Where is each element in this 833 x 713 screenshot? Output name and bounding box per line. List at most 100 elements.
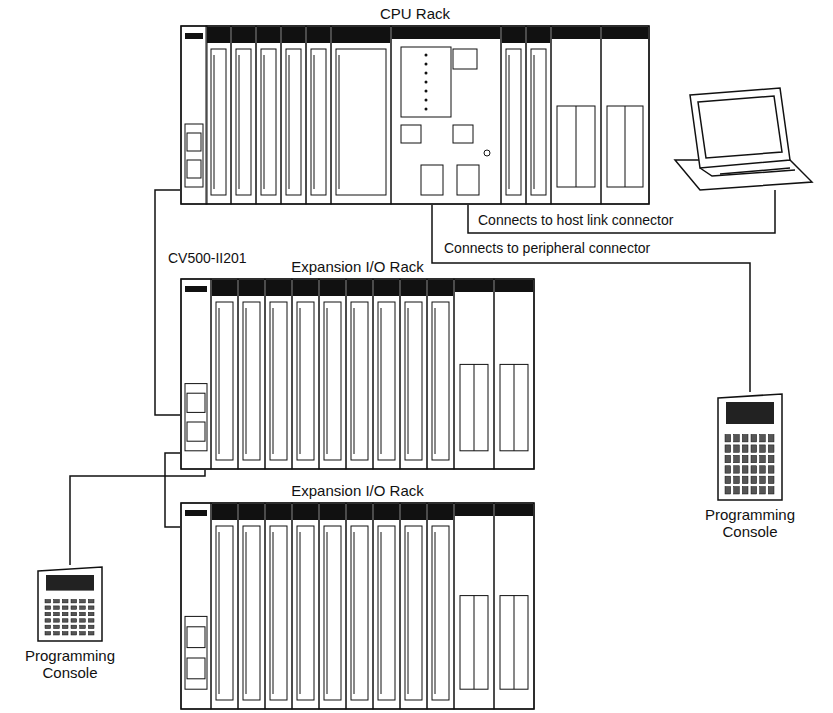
unit-top [502, 27, 525, 43]
unit-frame [231, 26, 256, 204]
console-key [62, 625, 68, 628]
unit-panel [270, 302, 287, 460]
unit-panel [378, 526, 395, 700]
unit-top [401, 280, 426, 296]
unit-frame [427, 503, 454, 709]
unit-frame [331, 26, 391, 204]
unit-edge [474, 596, 475, 690]
unit-frame [501, 26, 526, 204]
console-key [768, 476, 774, 483]
unit-panel [460, 596, 488, 690]
unit-edge [576, 106, 577, 187]
unit-edge [327, 308, 328, 454]
console-key [71, 632, 77, 635]
console-key [62, 600, 68, 603]
unit-frame [454, 503, 494, 709]
device-label: Programming Console [690, 506, 810, 540]
unit-top [293, 504, 318, 520]
unit-panel [336, 49, 386, 195]
console-key [45, 612, 51, 615]
console-body [718, 394, 782, 500]
cable-port [185, 124, 203, 187]
console-body [38, 567, 102, 641]
console-key [71, 606, 77, 609]
console-key [88, 625, 94, 628]
rack-heading: CPU Rack [180, 5, 650, 22]
rack-outline [181, 503, 534, 709]
unit-edge [273, 532, 274, 694]
console-key [80, 632, 86, 635]
unit-frame [181, 279, 211, 469]
unit-top [332, 27, 390, 43]
unit-top [374, 504, 399, 520]
unit-frame [373, 279, 400, 469]
led [425, 54, 428, 57]
unit-edge [314, 55, 315, 189]
cable-label: CV500-II201 [166, 250, 249, 266]
console-key [88, 619, 94, 622]
unit-top [232, 27, 255, 43]
console-key [62, 612, 68, 615]
unit-top [495, 504, 533, 516]
unit-frame [494, 279, 534, 469]
unit-edge [354, 308, 355, 454]
unit-edge [509, 55, 510, 189]
unit-panel [270, 526, 287, 700]
console-key [54, 632, 60, 635]
unit-edge [273, 308, 274, 454]
console-key [760, 455, 766, 462]
unit-frame [292, 503, 319, 709]
device-label: Programming Console [10, 647, 130, 681]
console-key [751, 476, 757, 483]
unit-panel [500, 364, 528, 450]
console-key [80, 619, 86, 622]
unit-top [428, 280, 453, 296]
unit-top [293, 280, 318, 296]
console-display [46, 575, 94, 591]
unit-frame [319, 503, 346, 709]
cable-label: Connects to peripheral connector [442, 240, 652, 256]
unit-panel [297, 302, 314, 460]
cable-port [187, 160, 201, 178]
unit-frame [292, 279, 319, 469]
console-key [725, 466, 731, 473]
indicator [185, 286, 207, 292]
unit-frame [238, 279, 265, 469]
unit-top [320, 280, 345, 296]
console-key [768, 466, 774, 473]
indicator [185, 33, 203, 39]
rack-outline [181, 279, 534, 469]
console-key [54, 600, 60, 603]
unit-edge [289, 55, 290, 189]
unit-edge [381, 308, 382, 454]
host-link-connector [457, 165, 479, 195]
unit-panel [216, 302, 233, 460]
console-key [45, 619, 51, 622]
unit-top [455, 504, 493, 516]
dip-switch [453, 125, 473, 143]
peripheral-connector [421, 165, 443, 195]
cable [165, 453, 180, 527]
indicator [185, 510, 207, 516]
console-key [725, 455, 731, 462]
unit-panel [243, 526, 260, 700]
cable-port [187, 627, 205, 648]
unit-edge [381, 532, 382, 694]
console-key [742, 455, 748, 462]
console-key [734, 476, 740, 483]
cable-port [185, 616, 207, 689]
console-key [88, 632, 94, 635]
console-key [734, 455, 740, 462]
console-key [734, 445, 740, 452]
console-key [742, 476, 748, 483]
console-key [734, 487, 740, 494]
console-key [768, 445, 774, 452]
unit-top [266, 280, 291, 296]
laptop-lid [690, 88, 790, 168]
unit-edge [300, 532, 301, 694]
unit-frame [181, 26, 207, 204]
unit-frame [206, 26, 231, 204]
rack-outline [181, 26, 649, 204]
unit-panel [311, 49, 326, 195]
console-key [760, 476, 766, 483]
